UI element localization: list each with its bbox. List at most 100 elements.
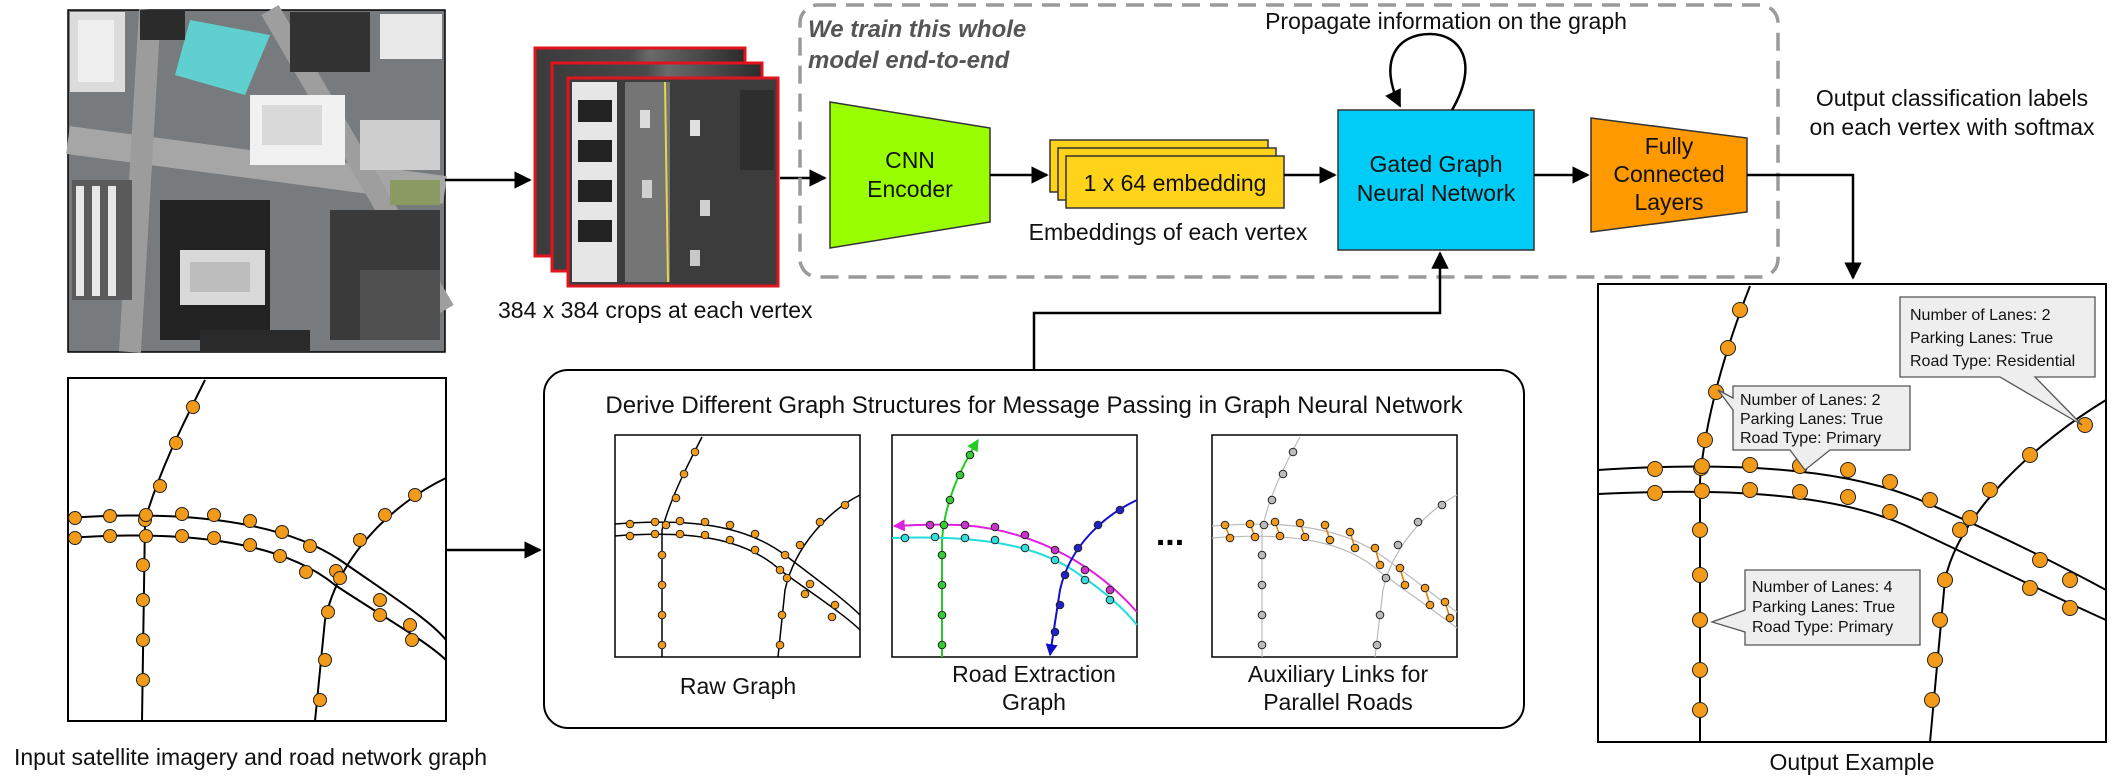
output-labels-line1: Output classification labels: [1816, 85, 2088, 111]
road-graph-vertex: [960, 520, 970, 530]
output-vertex: [1692, 702, 1708, 718]
aux-graph-vertex: [1278, 469, 1288, 479]
graph-vertex: [403, 618, 417, 632]
propagate-loop-arrow: [1385, 32, 1467, 111]
output-vertex: [1927, 652, 1943, 668]
raw-graph-vertex: [657, 580, 667, 590]
embedding-stack: [1049, 139, 1285, 209]
input-road-graph: [67, 377, 447, 722]
raw-graph-vertex: [827, 612, 837, 622]
aux-graph-vertex: [1295, 518, 1305, 528]
ggnn-line1: Gated Graph: [1370, 151, 1503, 177]
road-graph-vertex: [937, 610, 947, 620]
road-graph-vertex: [945, 495, 955, 505]
cnn-encoder-block: [829, 101, 991, 249]
aux-graph-vertex: [1437, 500, 1447, 510]
graph-vertex: [136, 593, 150, 607]
output-vertex: [1692, 612, 1708, 628]
callout-residential: Number of Lanes: 2 Parking Lanes: True R…: [1899, 296, 2096, 426]
aux-graph-vertex: [1257, 610, 1267, 620]
raw-graph-vertex: [661, 520, 671, 530]
satellite-image: [66, 4, 454, 353]
output-vertex: [1937, 572, 1953, 588]
raw-graph-vertex: [775, 640, 785, 650]
aux-graph-vertex: [1245, 519, 1255, 529]
aux-graph-vertex: [1400, 580, 1410, 590]
aux-graph-vertex: [1270, 517, 1280, 527]
graph-vertex: [136, 633, 150, 647]
output-vertex: [1952, 522, 1968, 538]
graph-vertex: [207, 531, 221, 545]
road-graph-vertex: [1105, 595, 1115, 605]
output-vertex: [2062, 572, 2078, 588]
raw-graph-vertex: [700, 517, 710, 527]
callout-1-parking: Parking Lanes: True: [1910, 330, 2053, 347]
road-graph-vertex: [939, 520, 949, 530]
graph-vertex: [321, 605, 335, 619]
fc-layers-block: [1590, 117, 1748, 233]
graph-vertex: [175, 529, 189, 543]
aux-graph-vertex: [1350, 543, 1360, 553]
embedding-caption: Embeddings of each vertex: [1029, 219, 1308, 245]
output-vertex: [1882, 474, 1898, 490]
aux-graph-vertex: [1381, 573, 1391, 583]
aux-graph-vertex: [1275, 531, 1285, 541]
output-caption: Output Example: [1770, 749, 1935, 775]
output-vertex: [1742, 482, 1758, 498]
graph-vertex: [243, 538, 257, 552]
output-vertex: [1932, 612, 1948, 628]
aux-graph-vertex: [1325, 535, 1335, 545]
callout-2-parking: Parking Lanes: True: [1740, 411, 1883, 428]
crops-caption: 384 x 384 crops at each vertex: [498, 297, 813, 323]
aux-graph-vertex: [1420, 583, 1430, 593]
graph-vertex: [299, 565, 313, 579]
output-vertex: [1692, 662, 1708, 678]
raw-graph-vertex: [840, 500, 850, 510]
output-vertex: [1694, 483, 1710, 499]
output-vertex: [1922, 492, 1938, 508]
output-vertex: [1694, 458, 1710, 474]
raw-graph-vertex: [750, 545, 760, 555]
graph-vertex: [136, 673, 150, 687]
aux-graph-vertex: [1259, 520, 1269, 530]
output-vertex: [2062, 600, 2078, 616]
graph-vertex: [408, 488, 422, 502]
road-graph-vertex: [1073, 543, 1083, 553]
callout-primary-upper: Number of Lanes: 2 Parking Lanes: True R…: [1717, 385, 1911, 471]
embedding-label: 1 x 64 embedding: [1084, 170, 1267, 196]
road-graph-vertex: [1093, 520, 1103, 530]
graph-vertex: [175, 507, 189, 521]
road-graph-vertex: [1115, 505, 1125, 515]
road-graph-vertex: [1055, 600, 1065, 610]
output-vertex: [1882, 504, 1898, 520]
graph-vertex: [373, 608, 387, 622]
callout-1-type: Road Type: Residential: [1910, 353, 2075, 370]
road-graph-vertex: [925, 520, 935, 530]
graph-vertex: [68, 531, 82, 545]
graph-vertex: [207, 508, 221, 522]
aux-graph-vertex: [1440, 597, 1450, 607]
panel-aux-caption-line1: Auxiliary Links for: [1248, 661, 1429, 687]
aux-graph-vertex: [1375, 610, 1385, 620]
output-vertex: [1962, 510, 1978, 526]
output-vertex: [1647, 461, 1663, 477]
aux-graph-vertex: [1257, 640, 1267, 650]
road-graph-vertex: [1050, 627, 1060, 637]
aux-graph-vertex: [1220, 520, 1230, 530]
panel-road-caption-line1: Road Extraction: [952, 661, 1116, 687]
output-vertex: [1982, 482, 1998, 498]
callout-2-lanes: Number of Lanes: 2: [1740, 392, 1881, 409]
raw-graph-vertex: [679, 469, 689, 479]
graph-vertex: [153, 479, 167, 493]
graph-vertex: [139, 529, 153, 543]
road-graph-vertex: [1020, 543, 1030, 553]
aux-graph-vertex: [1320, 520, 1330, 530]
road-graph-vertex: [960, 533, 970, 543]
graph-vertex: [186, 400, 200, 414]
aux-graph-vertex: [1300, 532, 1310, 542]
road-graph-vertex: [990, 522, 1000, 532]
road-extraction-panel: [891, 434, 1138, 658]
graph-vertex: [68, 511, 82, 525]
raw-graph-vertex: [725, 535, 735, 545]
